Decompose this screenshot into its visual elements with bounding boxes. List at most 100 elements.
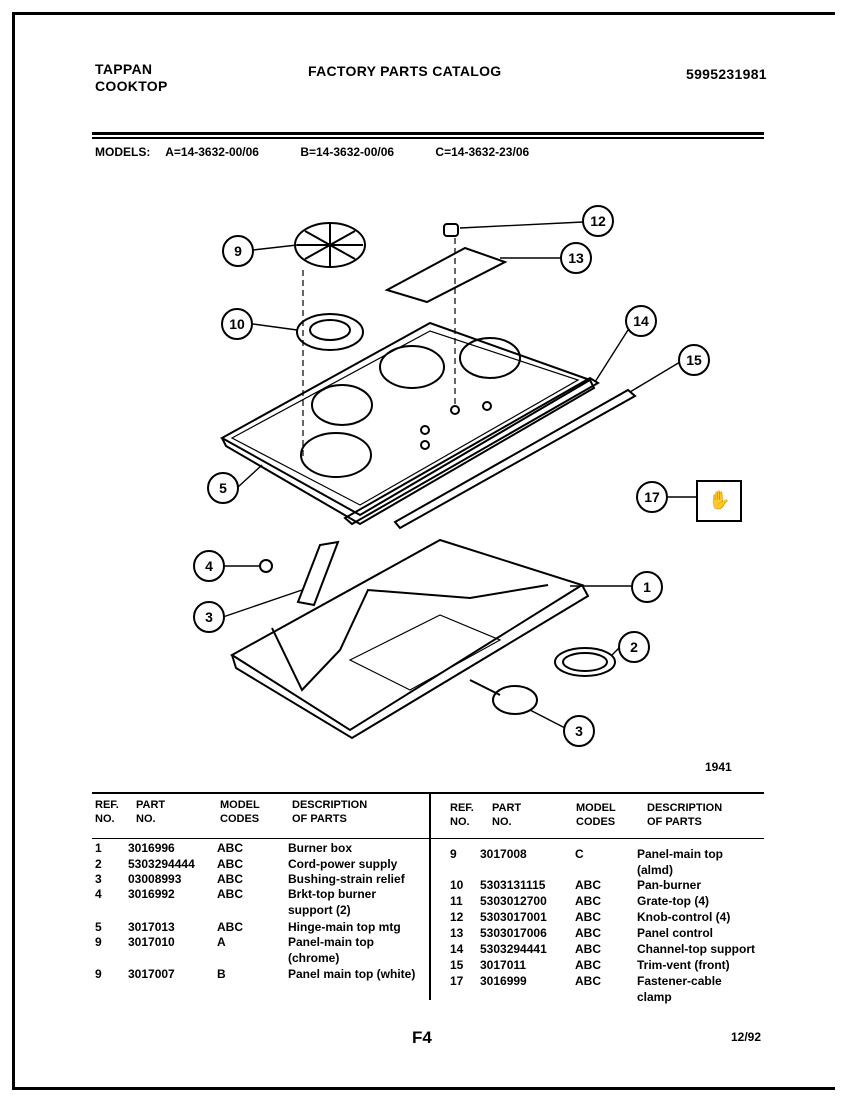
cell-codes: ABC: [217, 920, 243, 934]
cell-codes: ABC: [575, 942, 601, 956]
cell-desc: Burner box: [288, 841, 353, 855]
cell-ref: 11: [450, 894, 463, 908]
cell-ref: 3: [95, 872, 102, 886]
cell-part: 5303294441: [480, 942, 547, 956]
left-header-codes: MODEL CODES: [220, 799, 260, 825]
cell-part: 5303017006: [480, 926, 547, 940]
svg-text:13: 13: [568, 250, 584, 266]
cell-desc: support (2): [288, 903, 351, 917]
svg-text:14: 14: [633, 313, 649, 329]
cell-part: 5303294444: [128, 857, 195, 871]
header-rule-2: [92, 137, 764, 139]
cell-ref: 10: [450, 878, 464, 892]
svg-text:10: 10: [229, 316, 245, 332]
cell-desc: Panel-main top: [637, 847, 724, 861]
callout-3: 3: [563, 715, 595, 747]
callout-1: 1: [631, 571, 663, 603]
callout-11: 9: [222, 235, 254, 267]
svg-text:3: 3: [575, 723, 583, 739]
cell-ref: 14: [450, 942, 464, 956]
cell-part: 3016992: [128, 887, 175, 901]
svg-text:3: 3: [205, 609, 213, 625]
catalog-number: 5995231981: [686, 66, 767, 82]
cell-codes: ABC: [217, 872, 243, 886]
fastener-clamp-icon: ✋: [708, 489, 730, 510]
cell-desc: Channel-top support: [637, 942, 755, 956]
burner-box-part: [230, 538, 590, 740]
page-number: F4: [412, 1028, 432, 1047]
burner-pan-part: [296, 313, 364, 351]
cell-desc: Trim-vent (front): [637, 958, 730, 972]
right-header-codes: MODEL CODES: [576, 802, 616, 828]
cell-desc: Panel main top (white): [288, 967, 416, 981]
svg-text:9: 9: [234, 243, 242, 259]
cell-desc: Fastener-cable: [637, 974, 722, 988]
cell-desc: Hinge-main top mtg: [288, 920, 401, 934]
left-header-ref: REF. NO.: [95, 799, 119, 825]
callout-4: 3: [193, 601, 225, 633]
cell-desc: (almd): [637, 863, 673, 877]
cell-ref: 12: [450, 910, 464, 924]
svg-text:2: 2: [630, 639, 638, 655]
cell-ref: 9: [95, 935, 102, 949]
table-header-rule: [92, 838, 764, 839]
cell-ref: 17: [450, 974, 464, 988]
models-label: MODELS:: [95, 145, 151, 159]
channel-top-support: [343, 376, 637, 530]
cell-ref: 9: [95, 967, 102, 981]
right-header-ref: REF. NO.: [450, 802, 474, 828]
cell-part: 5303131115: [480, 878, 546, 892]
cell-part: 3016996: [128, 841, 175, 855]
cell-desc: Pan-burner: [637, 878, 702, 892]
print-date: 12/92: [731, 1030, 762, 1044]
leader-lines: [222, 221, 697, 729]
control-panel-part: [302, 223, 508, 460]
svg-text:17: 17: [644, 489, 660, 505]
product-name: COOKTOP: [95, 78, 168, 94]
header-rule: [92, 132, 764, 135]
main-top-panel: [219, 321, 596, 526]
cell-ref: 2: [95, 857, 102, 871]
svg-text:1: 1: [643, 579, 651, 595]
callout-17: 17: [636, 481, 668, 513]
cell-codes: A: [217, 935, 226, 949]
cell-part: 03008993: [128, 872, 182, 886]
callout-14: 14: [625, 305, 657, 337]
cell-desc: Brkt-top burner: [288, 887, 376, 901]
cell-part: 3017011: [480, 958, 527, 972]
cell-codes: ABC: [575, 974, 601, 988]
cell-codes: ABC: [575, 958, 601, 972]
cell-part: 3017010: [128, 935, 175, 949]
callout-2: 2: [618, 631, 650, 663]
svg-text:5: 5: [219, 480, 227, 496]
cell-part: 3017013: [128, 920, 175, 934]
svg-text:15: 15: [686, 352, 702, 368]
table-divider: [429, 792, 431, 1000]
cell-part: 5303012700: [480, 894, 547, 908]
callout-9: 5: [207, 472, 239, 504]
cell-codes: ABC: [575, 894, 601, 908]
power-cord-part: [469, 647, 616, 715]
cell-desc: Cord-power supply: [288, 857, 398, 871]
cell-ref: 13: [450, 926, 464, 940]
models-line: MODELS: A=14-3632-00/06 B=14-3632-00/06 …: [95, 145, 567, 159]
cell-desc: Bushing-strain relief: [288, 872, 405, 886]
callout-10: 10: [221, 308, 253, 340]
fastener-box: [696, 480, 742, 522]
cell-ref: 15: [450, 958, 464, 972]
figure-number: 1941: [705, 760, 732, 774]
cell-codes: ABC: [217, 887, 243, 901]
cell-ref: 1: [95, 841, 102, 855]
cell-desc: Panel-main top: [288, 935, 375, 949]
catalog-sheet: [12, 12, 835, 1090]
cell-desc: clamp: [637, 990, 672, 1004]
model-a: A=14-3632-00/06: [165, 145, 259, 159]
callout-12: 12: [582, 205, 614, 237]
page-title: FACTORY PARTS CATALOG: [308, 63, 502, 79]
cell-ref: 4: [95, 887, 102, 901]
brand-block: TAPPAN COOKTOP: [95, 61, 168, 95]
callout-5: 4: [193, 550, 225, 582]
cell-ref: 5: [95, 920, 102, 934]
cell-part: 3017008: [480, 847, 527, 861]
